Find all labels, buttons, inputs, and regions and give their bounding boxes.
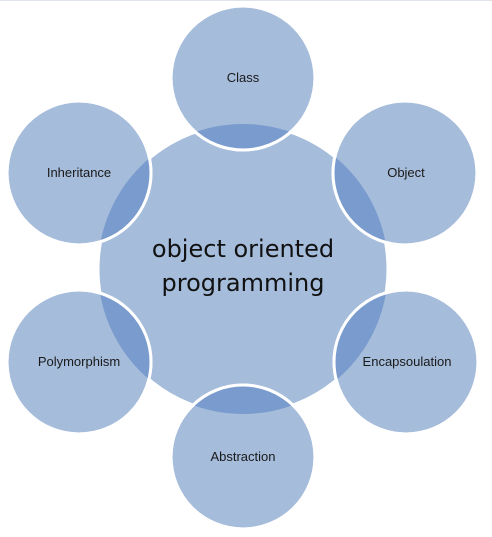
- outlines: [5, 4, 480, 531]
- center-label-line1: object oriented: [152, 235, 334, 263]
- node-label-encapsulation: Encapsoulation: [363, 354, 452, 369]
- node-label-abstraction: Abstraction: [210, 449, 275, 464]
- center-label-line2: programming: [162, 269, 325, 297]
- node-label-object: Object: [387, 165, 425, 180]
- node-label-class: Class: [227, 70, 260, 85]
- node-label-inheritance: Inheritance: [47, 165, 111, 180]
- node-label-polymorphism: Polymorphism: [38, 354, 120, 369]
